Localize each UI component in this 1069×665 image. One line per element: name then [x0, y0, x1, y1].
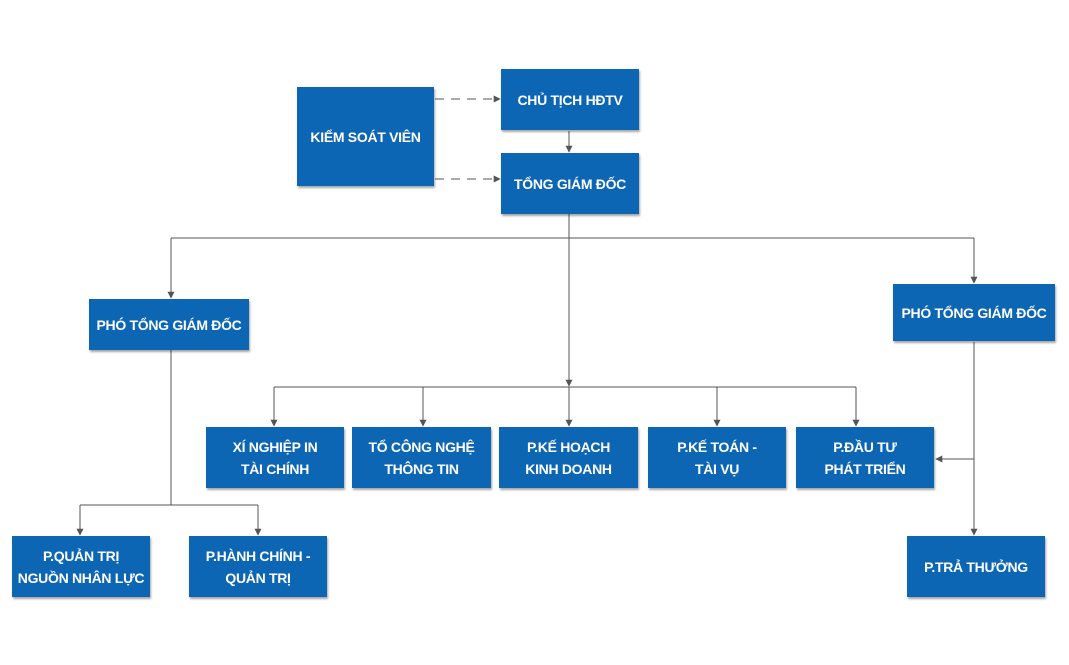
box-line: KINH DOANH: [525, 460, 612, 477]
box-line: P.KẾ TOÁN -: [677, 438, 757, 455]
box-line: CHỦ TỊCH HĐTV: [517, 91, 623, 108]
box-tong-giam-doc: TỔNG GIÁM ĐỐC: [501, 153, 639, 214]
box-kiem-soat-vien: KIỂM SOÁT VIÊN: [297, 87, 434, 186]
box-xi-nghiep-in-tai-chinh: XÍ NGHIỆP IN TÀI CHÍNH: [206, 427, 344, 488]
box-to-cong-nghe-thong-tin: TỔ CÔNG NGHỆ THÔNG TIN: [352, 427, 491, 488]
box-p-tra-thuong: P.TRẢ THƯỞNG: [907, 536, 1045, 597]
box-p-ke-hoach-kinh-doanh: P.KẾ HOẠCH KINH DOANH: [499, 427, 638, 488]
box-line: P.HÀNH CHÍNH -: [205, 547, 311, 564]
box-line: XÍ NGHIỆP IN: [232, 438, 318, 455]
box-p-hanh-chinh-quan-tri: P.HÀNH CHÍNH - QUẢN TRỊ: [189, 536, 327, 597]
box-line: PHÓ TỔNG GIÁM ĐỐC: [96, 316, 242, 333]
box-p-ke-toan-tai-vu: P.KẾ TOÁN - TÀI VỤ: [648, 427, 786, 488]
box-line: TỔNG GIÁM ĐỐC: [514, 175, 626, 192]
box-line: P.QUẢN TRỊ: [42, 547, 120, 564]
box-p-quan-tri-nguon-nhan-luc: P.QUẢN TRỊ NGUỒN NHÂN LỰC: [12, 536, 150, 597]
box-pho-tong-giam-doc-left: PHÓ TỔNG GIÁM ĐỐC: [89, 299, 249, 350]
box-line: THÔNG TIN: [384, 460, 459, 477]
box-line: PHÓ TỔNG GIÁM ĐỐC: [901, 304, 1047, 321]
box-p-dau-tu-phat-trien: P.ĐẦU TƯ PHÁT TRIỂN: [796, 427, 934, 488]
box-line: KIỂM SOÁT VIÊN: [310, 128, 421, 145]
box-pho-tong-giam-doc-right: PHÓ TỔNG GIÁM ĐỐC: [893, 284, 1055, 341]
box-line: P.KẾ HOẠCH: [526, 438, 611, 455]
box-line: QUẢN TRỊ: [225, 569, 291, 586]
box-line: P.ĐẦU TƯ: [833, 438, 897, 455]
box-line: TỔ CÔNG NGHỆ: [368, 438, 475, 455]
box-line: TÀI CHÍNH: [240, 460, 310, 477]
box-line: P.TRẢ THƯỞNG: [924, 558, 1028, 575]
box-chu-tich-hdtv: CHỦ TỊCH HĐTV: [501, 69, 639, 130]
box-line: PHÁT TRIỂN: [824, 460, 906, 477]
box-line: NGUỒN NHÂN LỰC: [17, 569, 145, 586]
box-line: TÀI VỤ: [694, 460, 740, 477]
